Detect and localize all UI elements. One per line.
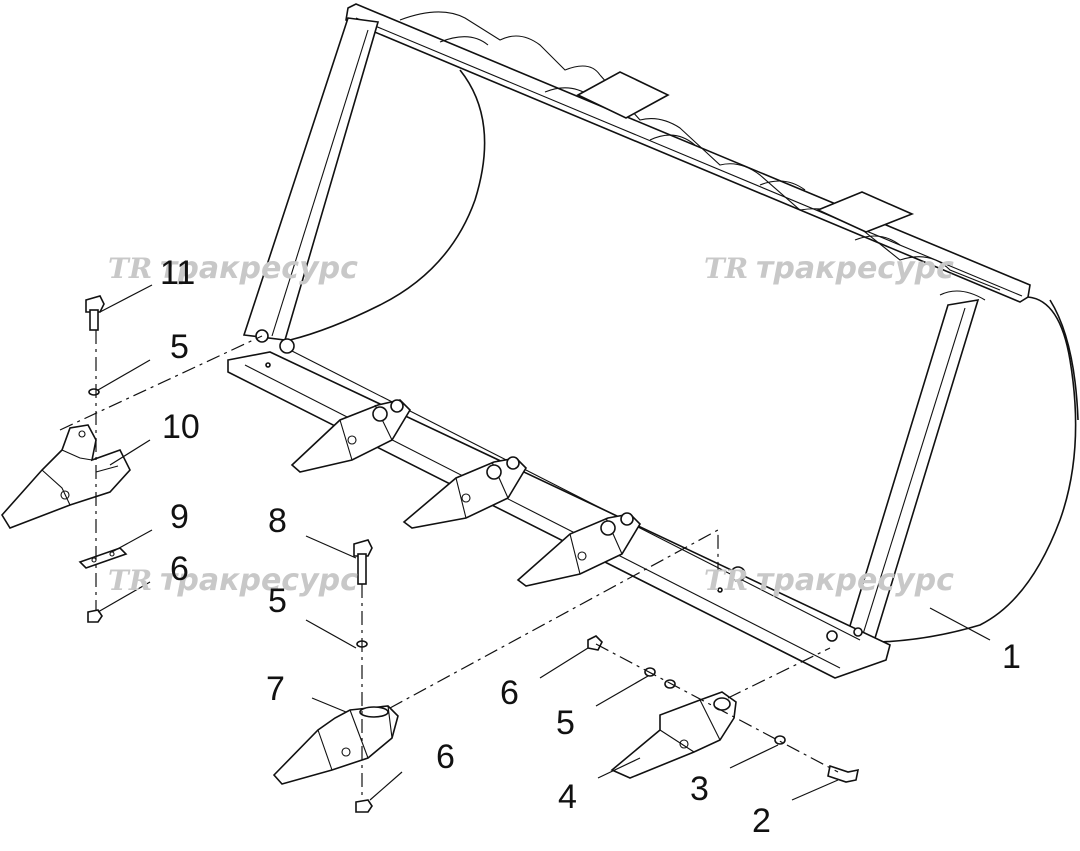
- middle-tooth-assembly: [272, 528, 719, 813]
- watermark-logo: TR: [108, 252, 152, 285]
- callout-5-right: 5: [556, 704, 575, 742]
- callout-leaders: [97, 284, 991, 801]
- watermark-text: тракресурс: [160, 563, 358, 598]
- callout-6-middle: 6: [436, 738, 455, 776]
- mounted-tooth-2: [402, 456, 528, 529]
- watermark-3: TR тракресурс: [108, 563, 358, 598]
- mounted-tooth-1: [290, 399, 412, 473]
- callout-5-left: 5: [170, 328, 189, 366]
- callout-5-middle: 5: [268, 582, 287, 620]
- callout-6-left: 6: [170, 550, 189, 588]
- watermark-text: тракресурс: [756, 563, 954, 598]
- callout-3: 3: [690, 770, 709, 808]
- watermark-text: тракресурс: [756, 251, 954, 286]
- watermark-2: TR тракресурс: [704, 251, 954, 286]
- mounted-tooth-3: [516, 512, 642, 587]
- watermark-1: TR тракресурс: [108, 251, 358, 286]
- callout-4: 4: [558, 778, 577, 816]
- watermark-logo: TR: [704, 252, 748, 285]
- callout-11: 11: [160, 254, 195, 292]
- right-tooth-assembly: [587, 635, 860, 783]
- callout-6-right: 6: [500, 674, 519, 712]
- watermark-4: TR тракресурс: [704, 563, 954, 598]
- callout-2: 2: [752, 802, 771, 840]
- callout-7: 7: [266, 670, 285, 708]
- callout-10: 10: [162, 408, 200, 446]
- watermark-logo: TR: [704, 564, 748, 597]
- left-tooth-assembly: [1, 295, 263, 623]
- callout-1: 1: [1002, 638, 1021, 676]
- watermark-text: тракресурс: [160, 251, 358, 286]
- callout-labels: 1 2 3 4 5 6 7 6 5 8 6 9 10 5 11: [160, 254, 1021, 840]
- callout-8: 8: [268, 502, 287, 540]
- watermark-logo: TR: [108, 564, 152, 597]
- callout-9: 9: [170, 498, 189, 536]
